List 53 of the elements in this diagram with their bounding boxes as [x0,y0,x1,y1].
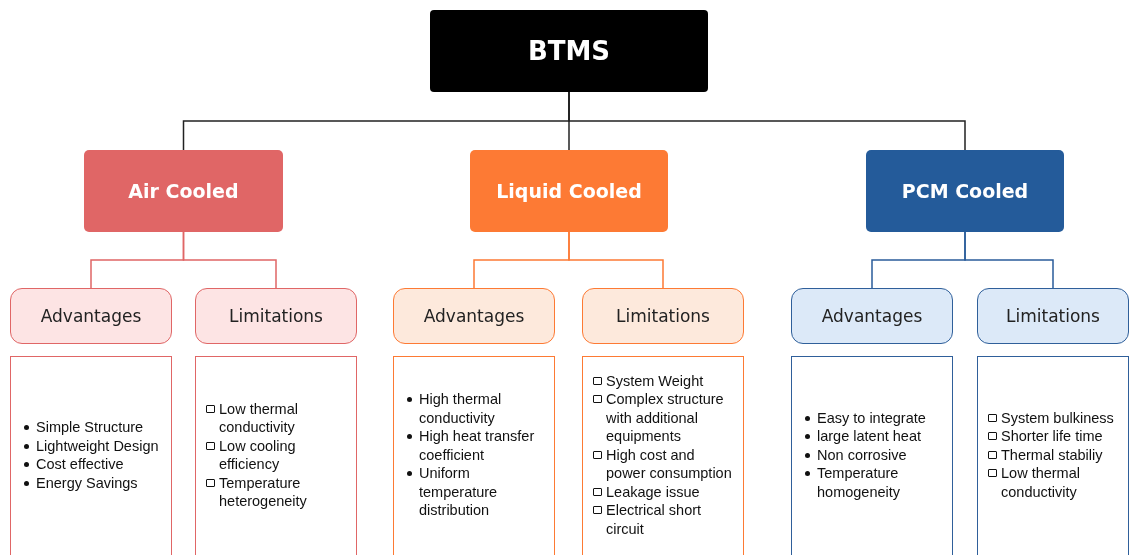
node-label: Advantages [40,306,142,326]
list-item: large latent heat [817,427,921,446]
connector-line [964,231,1054,289]
heading-box [791,288,953,344]
list-item: System Weight [606,371,704,391]
node-label: PCM Cooled [901,180,1029,202]
category-box [470,150,668,232]
category-box [84,150,283,232]
list-item: Easy to integrate [817,408,926,428]
node-label: Air Cooled [128,180,239,202]
list-box [791,356,953,555]
heading-box [195,288,357,344]
list-box [977,356,1129,555]
list-item: High thermal conductivity [419,390,503,428]
connector-line [568,231,664,289]
heading-box [977,288,1129,344]
list-item: Energy Savings [36,473,138,492]
list-item: Shorter life time [1001,427,1103,446]
list-item: Cost effective [36,455,124,474]
list-box [195,356,357,555]
node-label: BTMS [527,36,611,66]
heading-box [10,288,172,344]
connector-line [568,91,966,151]
node-label: Advantages [423,306,525,326]
list-item: Temperature homogeneity [817,464,902,502]
node-label: Liquid Cooled [496,180,642,202]
list-item: System bulkiness [1001,408,1114,428]
list-item: High cost and power consumption [606,445,733,483]
list-item: Non corrosive [817,445,907,465]
list-item: Temperature heterogeneity [219,473,308,511]
list-item: Electrical short circuit [606,501,703,539]
node-label: Limitations [616,306,710,326]
category-box [866,150,1064,232]
list-item: Leakage issue [606,482,700,502]
list-box [10,356,172,555]
list-item: Uniform temperature distribution [419,464,499,520]
list-item: Low thermal conductivity [219,399,299,437]
list-item: Simple Structure [36,418,144,437]
node-label: Limitations [229,306,323,326]
connector-line [182,231,277,289]
heading-box [393,288,555,344]
list-item: Lightweight Design [36,436,159,455]
root-box [430,10,708,92]
list-box [582,356,744,555]
heading-box [582,288,744,344]
list-item: Thermal stabiliy [1001,445,1103,465]
list-item: Low thermal conductivity [1001,464,1081,502]
list-box [393,356,555,555]
node-label: Limitations [1006,306,1100,326]
list-item: Complex structure with additional equipments [606,390,725,446]
node-label: Advantages [821,306,923,326]
list-item: High heat transfer coefficient [419,427,536,465]
list-item: Low cooling efficiency [219,436,297,474]
